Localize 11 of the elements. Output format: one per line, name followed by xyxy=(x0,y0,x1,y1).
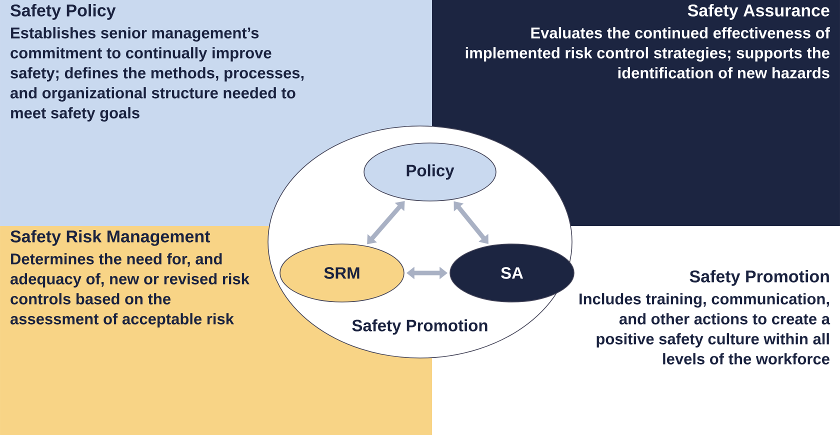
panel-text: Includes training, communication, and other actions to create a positive safety culture within all levels of the workforce xyxy=(580,293,830,364)
panel-heading: Safety Policy xyxy=(10,4,116,20)
panel-text: Evaluates the continued effectiveness of implemented risk control strategies; supports the identification of new hazards xyxy=(466,27,830,78)
ellipse-node: SRM xyxy=(280,244,404,302)
panel-text: Determines the need for, and adequacy of, new or revised risk controls based on the assessment of acceptable risk xyxy=(10,253,250,328)
ellipse-node: Policy xyxy=(364,142,496,202)
panel-heading: Safety Assurance xyxy=(688,4,830,20)
panel-text: Establishes senior management’s commitment to continually improve safety; defines the methods, processes, and organizational structure needed to meet safety goals xyxy=(10,27,304,122)
panel-heading: Safety Risk Management xyxy=(10,230,210,246)
panel-heading: Safety Promotion xyxy=(690,270,829,286)
ellipse-node: SA xyxy=(450,244,574,302)
